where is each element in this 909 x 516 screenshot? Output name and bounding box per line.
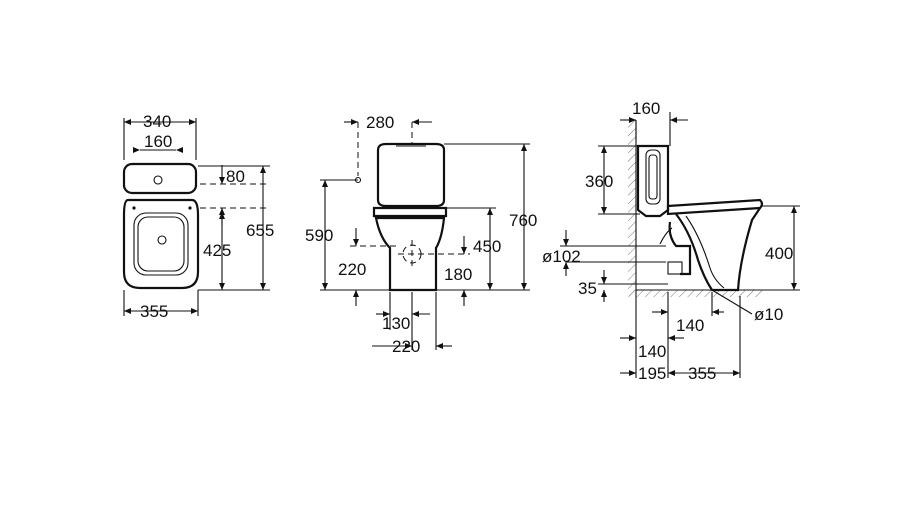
dim-35: 35 <box>578 279 597 298</box>
dim-590: 590 <box>305 226 333 245</box>
dim-80: 80 <box>226 167 245 186</box>
front-view-tank <box>376 142 446 208</box>
dim-195: 195 <box>638 364 666 383</box>
dim-280: 280 <box>366 113 394 132</box>
dim-d10: ø10 <box>754 305 783 324</box>
dim-655: 655 <box>246 221 274 240</box>
dim-140-right: 140 <box>676 316 704 335</box>
side-view-bowl <box>675 207 761 292</box>
side-view-tank <box>636 144 670 218</box>
dim-400: 400 <box>765 244 793 263</box>
dim-340: 340 <box>143 112 171 131</box>
dim-355-top: 355 <box>140 302 168 321</box>
fix-hole-right <box>188 206 192 210</box>
wall-hatch <box>628 120 636 296</box>
dim-360: 360 <box>585 172 613 191</box>
floor-hatch <box>628 290 764 297</box>
dim-760: 760 <box>509 211 537 230</box>
dim-450: 450 <box>473 237 501 256</box>
dim-160-side: 160 <box>632 99 660 118</box>
dim-220-horiz: 220 <box>392 337 420 356</box>
top-view-seat-inner <box>137 216 185 272</box>
dim-180: 180 <box>444 265 472 284</box>
top-view-bowl <box>122 198 200 290</box>
fix-hole-left <box>132 206 136 210</box>
side-view: 160 360 ø102 35 400 <box>542 99 800 383</box>
front-view-seat <box>372 206 448 218</box>
top-view-drain <box>157 235 167 245</box>
dim-140-wall: 140 <box>638 342 666 361</box>
side-view-outlet <box>668 221 692 276</box>
dim-160-top: 160 <box>144 132 172 151</box>
dim-220-vert: 220 <box>338 260 366 279</box>
top-view: 340 160 80 655 425 355 <box>122 112 274 321</box>
front-view: 280 760 450 180 590 220 <box>305 113 537 356</box>
top-view-hole <box>153 175 163 185</box>
side-view-mechanism <box>645 149 661 205</box>
dim-d102: ø102 <box>542 247 581 266</box>
top-view-tank <box>122 162 198 195</box>
top-view-seat <box>133 212 189 276</box>
side-view-seat <box>666 198 764 216</box>
dim-355-side: 355 <box>688 364 716 383</box>
dim-130: 130 <box>382 314 410 333</box>
dim-425: 425 <box>203 241 231 260</box>
